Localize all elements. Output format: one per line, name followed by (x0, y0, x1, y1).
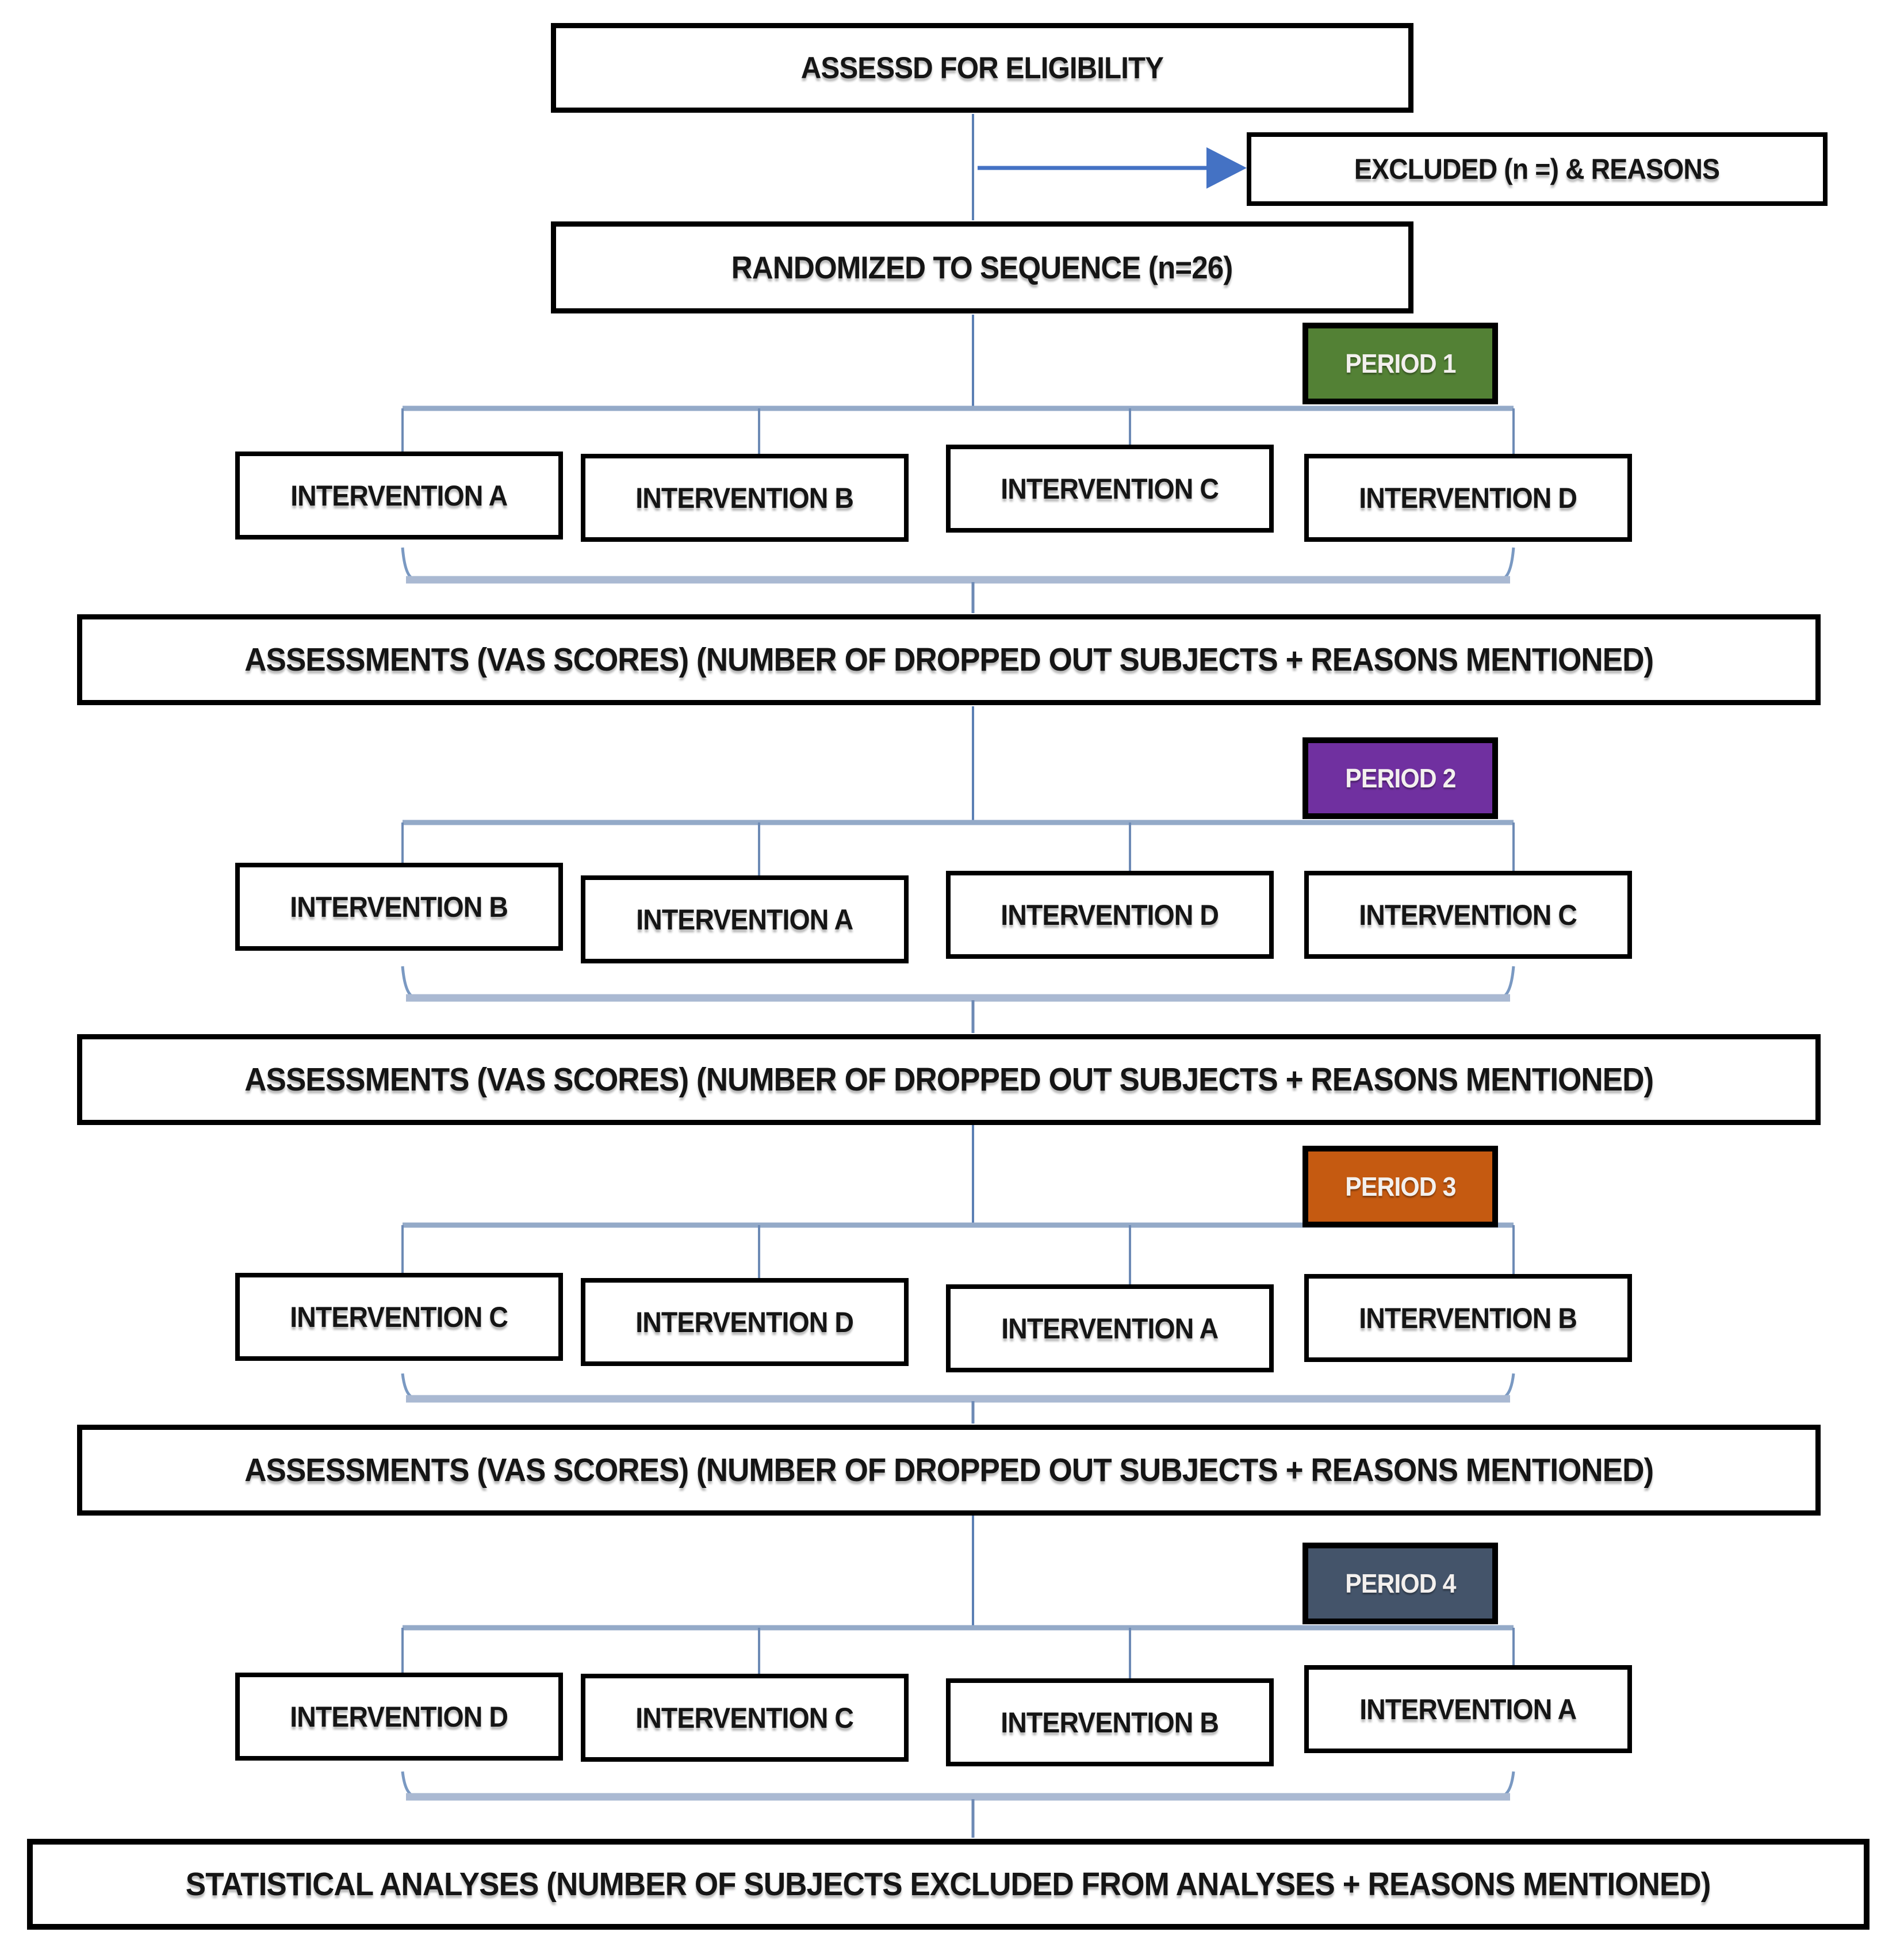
excluded-box: EXCLUDED (n =) & REASONS (1247, 132, 1828, 206)
intervention-box-p2-1: INTERVENTION B (235, 863, 563, 951)
intervention-label: INTERVENTION C (635, 1701, 855, 1734)
brace-period-2 (401, 966, 1515, 1033)
period-4-badge: PERIOD 4 (1302, 1543, 1498, 1624)
statistical-analyses-label: STATISTICAL ANALYSES (NUMBER OF SUBJECTS… (186, 1866, 1711, 1903)
intervention-box-p3-2: INTERVENTION D (581, 1278, 909, 1366)
randomized-label: RANDOMIZED TO SEQUENCE (n=26) (731, 250, 1233, 285)
assessments-bar-1: ASSESSMENTS (VAS SCORES) (NUMBER OF DROP… (77, 614, 1821, 705)
eligibility-label: ASSESSD FOR ELIGIBILITY (800, 51, 1164, 85)
excluded-label: EXCLUDED (n =) & REASONS (1354, 153, 1720, 185)
period-2-label: PERIOD 2 (1344, 763, 1456, 793)
brace-period-3 (401, 1373, 1515, 1424)
intervention-box-p3-4: INTERVENTION B (1304, 1274, 1632, 1362)
intervention-box-p2-4: INTERVENTION C (1304, 871, 1632, 959)
assessments-bar-2: ASSESSMENTS (VAS SCORES) (NUMBER OF DROP… (77, 1034, 1821, 1125)
intervention-box-p1-4: INTERVENTION D (1304, 454, 1632, 542)
randomized-box: RANDOMIZED TO SEQUENCE (n=26) (551, 221, 1413, 313)
intervention-label: INTERVENTION B (635, 481, 855, 514)
period-3-label: PERIOD 3 (1344, 1172, 1456, 1202)
intervention-label: INTERVENTION A (1001, 1312, 1219, 1345)
intervention-box-p2-3: INTERVENTION D (946, 871, 1274, 959)
eligibility-box: ASSESSD FOR ELIGIBILITY (551, 23, 1413, 113)
intervention-box-p4-1: INTERVENTION D (235, 1673, 563, 1761)
intervention-label: INTERVENTION D (1359, 481, 1578, 514)
exclusion-arrow (978, 147, 1247, 189)
intervention-box-p2-2: INTERVENTION A (581, 875, 909, 963)
intervention-box-p3-1: INTERVENTION C (235, 1273, 563, 1361)
intervention-box-p4-2: INTERVENTION C (581, 1674, 909, 1762)
intervention-box-p1-2: INTERVENTION B (581, 454, 909, 542)
intervention-label: INTERVENTION A (1359, 1693, 1577, 1726)
intervention-label: INTERVENTION D (1001, 898, 1220, 931)
intervention-box-p4-3: INTERVENTION B (946, 1678, 1274, 1766)
assessments-bar-3: ASSESSMENTS (VAS SCORES) (NUMBER OF DROP… (77, 1425, 1821, 1516)
intervention-label: INTERVENTION C (1359, 898, 1578, 931)
intervention-label: INTERVENTION D (635, 1306, 855, 1338)
intervention-box-p4-4: INTERVENTION A (1304, 1665, 1632, 1753)
intervention-label: INTERVENTION B (1359, 1302, 1578, 1334)
period-2-badge: PERIOD 2 (1302, 737, 1498, 819)
assessments-label: ASSESSMENTS (VAS SCORES) (NUMBER OF DROP… (244, 641, 1654, 678)
intervention-label: INTERVENTION B (290, 890, 509, 923)
intervention-box-p1-3: INTERVENTION C (946, 445, 1274, 533)
intervention-label: INTERVENTION A (290, 479, 508, 512)
statistical-analyses-bar: STATISTICAL ANALYSES (NUMBER OF SUBJECTS… (27, 1839, 1869, 1930)
intervention-label: INTERVENTION A (636, 903, 853, 936)
assessments-label: ASSESSMENTS (VAS SCORES) (NUMBER OF DROP… (244, 1452, 1654, 1489)
intervention-box-p1-1: INTERVENTION A (235, 452, 563, 540)
assessments-label: ASSESSMENTS (VAS SCORES) (NUMBER OF DROP… (244, 1061, 1654, 1098)
period-1-badge: PERIOD 1 (1302, 323, 1498, 404)
period-3-badge: PERIOD 3 (1302, 1146, 1498, 1227)
brace-period-1 (401, 547, 1515, 613)
period-4-label: PERIOD 4 (1344, 1568, 1456, 1598)
intervention-box-p3-3: INTERVENTION A (946, 1284, 1274, 1372)
brace-period-4 (401, 1771, 1515, 1838)
intervention-label: INTERVENTION D (290, 1700, 509, 1733)
intervention-label: INTERVENTION C (290, 1300, 509, 1333)
period-1-label: PERIOD 1 (1344, 349, 1456, 378)
intervention-label: INTERVENTION B (1001, 1706, 1220, 1739)
intervention-label: INTERVENTION C (1001, 472, 1220, 505)
